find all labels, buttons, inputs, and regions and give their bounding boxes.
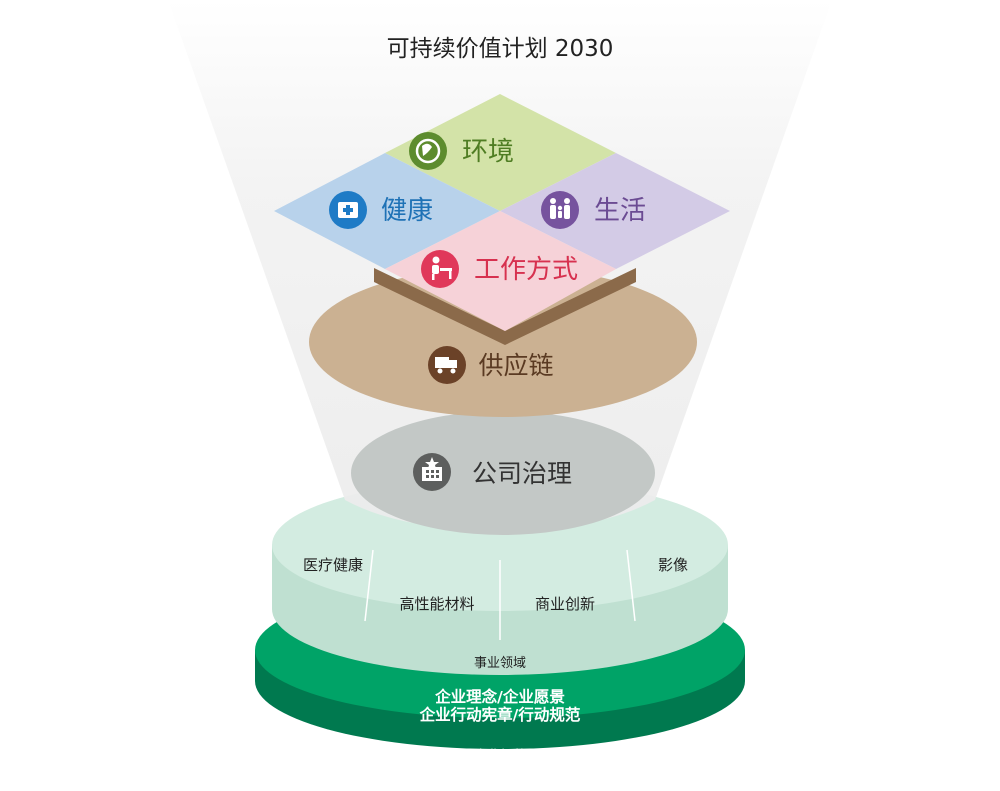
pillar-environment-tile: [385, 94, 616, 211]
pillar-health-tile: [274, 153, 500, 269]
domain-segment-medical: 医疗健康: [303, 556, 363, 574]
pillar-life-tile: [500, 153, 730, 269]
domain-segment-business-innovation: 商业创新: [535, 595, 595, 613]
domain-segment-imaging: 影像: [658, 556, 688, 574]
domain-segment-materials: 高性能材料: [399, 595, 474, 613]
norms-label: 企业规范: [473, 748, 526, 764]
medical-kit-icon-cross: [343, 208, 353, 212]
truck-icon-glyph: [435, 357, 457, 374]
domains-label: 事业领域: [474, 656, 526, 671]
page-title: 可持续价值计划 2030: [387, 36, 614, 62]
pillars-diamond: 环境 健康 生活 工作方式: [274, 94, 730, 345]
globe-icon-glyph: [415, 138, 441, 164]
pillar-environment-label: 环境: [462, 137, 514, 167]
norms-line-1: 企业理念/企业愿景: [434, 687, 565, 706]
divider: [626, 549, 636, 622]
pillar-health-label: 健康: [381, 196, 433, 226]
building-icon-glyph: [422, 457, 442, 481]
pillar-workstyle-tile: [385, 211, 616, 331]
pillar-life-label: 生活: [594, 196, 646, 226]
desk-worker-icon-glyph: [432, 256, 452, 280]
family-icon-glyph: [550, 198, 570, 219]
pillar-workstyle-label: 工作方式: [474, 255, 578, 285]
governance-label: 公司治理: [472, 459, 572, 488]
governance-layer: 公司治理: [351, 411, 655, 535]
divider: [364, 549, 374, 622]
globe-icon-continent: [422, 143, 432, 156]
supply-chain-label: 供应链: [478, 351, 553, 380]
diamond-edge: [374, 268, 636, 345]
norms-line-2: 企业行动宪章/行动规范: [419, 705, 581, 724]
governance-disc: [351, 411, 655, 535]
